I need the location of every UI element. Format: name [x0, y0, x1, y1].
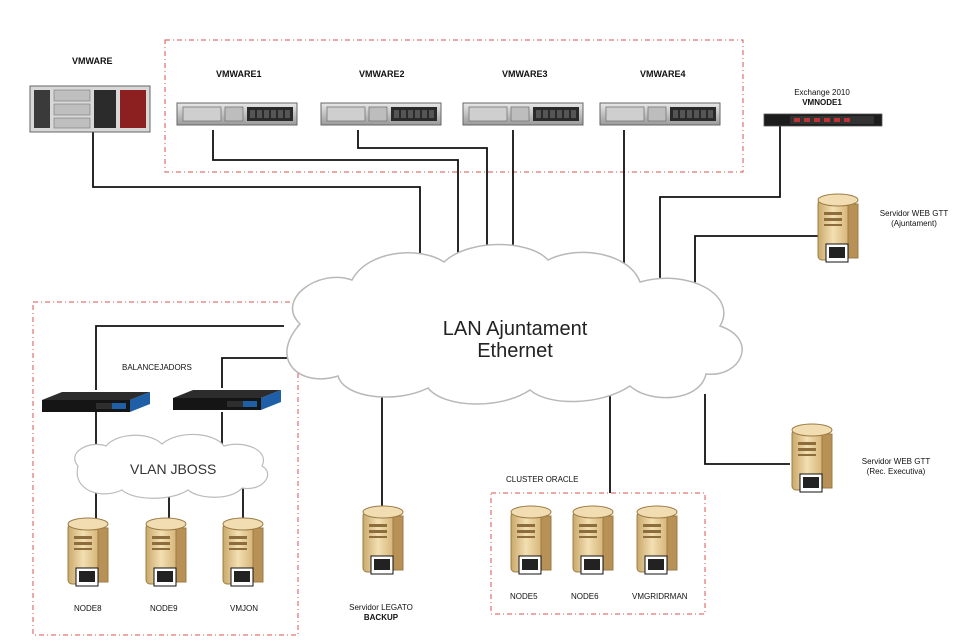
- legato-backup-server-icon: [362, 505, 404, 575]
- vmware3-server-icon: [462, 102, 584, 126]
- vmware1-server-icon: [176, 102, 298, 126]
- vmware-blade-chassis-icon: [29, 85, 151, 133]
- exchange-label: Exchange 2010 VMNODE1: [780, 88, 864, 108]
- web-gtt-rec-executiva-line2: (Rec. Executiva): [866, 467, 926, 476]
- web-gtt-ajuntament-line2: (Ajuntament): [891, 219, 937, 228]
- web-gtt-ajuntament-line1: Servidor WEB GTT: [879, 209, 949, 218]
- vmgridrman-server-icon: [636, 505, 678, 575]
- vmjon-label: VMJON: [230, 604, 258, 613]
- vmgridrman-label: VMGRIDRMAN: [632, 592, 688, 601]
- vmware-label: VMWARE: [72, 56, 113, 66]
- node9-server-icon: [145, 517, 187, 587]
- vmware2-label: VMWARE2: [359, 69, 405, 79]
- balancers-label: BALANCEJADORS: [122, 363, 192, 372]
- backup-label-line2: BACKUP: [363, 613, 399, 622]
- web-gtt-rec-executiva-line1: Servidor WEB GTT: [861, 457, 931, 466]
- web-gtt-rec-executiva-server-icon: [791, 423, 833, 493]
- balancer-1-icon: [42, 392, 150, 412]
- backup-label-line1: Servidor LEGATO: [349, 603, 413, 612]
- jboss-group: [32, 301, 299, 636]
- web-gtt-rec-executiva-label: Servidor WEB GTT (Rec. Executiva): [845, 457, 947, 477]
- vmware2-server-icon: [320, 102, 442, 126]
- node5-label: NODE5: [510, 592, 538, 601]
- vmware3-label: VMWARE3: [502, 69, 548, 79]
- node8-label: NODE8: [74, 604, 102, 613]
- vlan-jboss-cloud: [74, 433, 269, 499]
- cloud-label: LAN Ajuntament Ethernet: [420, 318, 610, 362]
- oracle-cluster-label: CLUSTER ORACLE: [506, 475, 579, 484]
- node8-server-icon: [67, 517, 109, 587]
- vmware4-label: VMWARE4: [640, 69, 686, 79]
- node5-server-icon: [510, 505, 552, 575]
- vmjon-server-icon: [222, 517, 264, 587]
- web-gtt-ajuntament-server-icon: [817, 193, 859, 263]
- node9-label: NODE9: [150, 604, 178, 613]
- exchange-server-icon: [763, 113, 883, 127]
- vlan-label: VLAN JBOSS: [130, 461, 217, 477]
- vmware-cluster-group: [164, 39, 744, 173]
- balancer-2-icon: [173, 390, 281, 410]
- lan-cloud: [286, 243, 743, 405]
- node6-server-icon: [572, 505, 614, 575]
- vmware1-label: VMWARE1: [216, 69, 262, 79]
- web-gtt-ajuntament-label: Servidor WEB GTT (Ajuntament): [864, 209, 964, 229]
- cloud-label-line1: LAN Ajuntament: [442, 318, 588, 340]
- exchange-label-line1: Exchange 2010: [794, 88, 850, 97]
- cloud-label-line2: Ethernet: [477, 340, 553, 362]
- vmware4-server-icon: [599, 102, 721, 126]
- node6-label: NODE6: [571, 592, 599, 601]
- network-links: [92, 125, 838, 520]
- backup-label: Servidor LEGATO BACKUP: [336, 603, 426, 623]
- exchange-label-line2: VMNODE1: [802, 98, 842, 107]
